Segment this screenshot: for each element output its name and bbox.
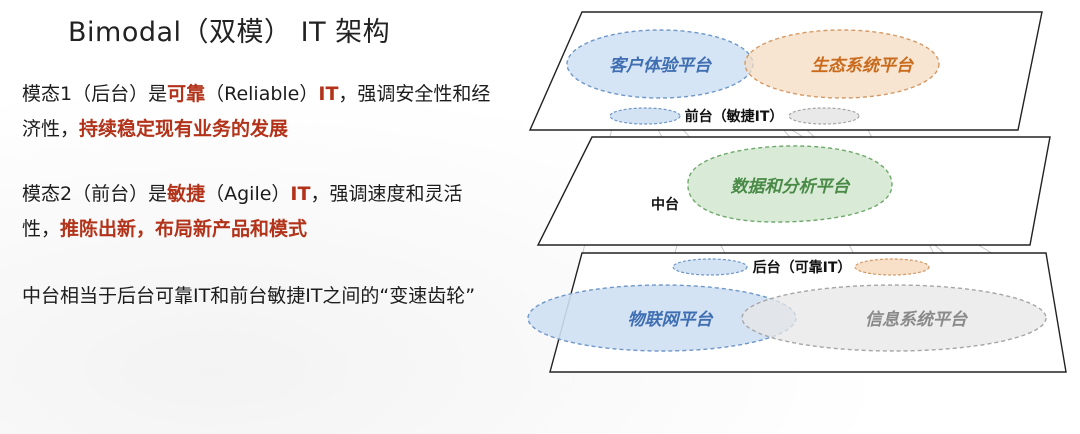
paragraph-agile-it: 模态2（前台）是敏捷（Agile）IT，强调速度和灵活性，推陈出新，布局新产品和… xyxy=(22,177,492,247)
para1-seg-2: （Reliable） xyxy=(205,83,319,105)
para2-seg-5: 推陈出新，布局新产品和模式 xyxy=(60,218,308,240)
information-system-platform-ellipse xyxy=(741,284,1047,352)
front-connector-blue-ellipse xyxy=(609,107,681,125)
middle-layer-label: 中台 xyxy=(651,196,679,213)
para2-seg-0: 模态2（前台）是 xyxy=(22,183,168,205)
paragraph-middle-platform: 中台相当于后台可靠IT和前台敏捷IT之间的“变速齿轮” xyxy=(22,279,492,314)
ecosystem-platform-label: 生态系统平台 xyxy=(811,56,914,76)
back-layer-label: 后台（可靠IT） xyxy=(753,259,852,276)
para3-seg-0: 中台相当于后台可靠IT和前台敏捷IT之间的“变速齿轮” xyxy=(22,285,476,307)
slide-title: Bimodal（双模） IT 架构 xyxy=(68,17,391,48)
para2-seg-3: IT xyxy=(290,183,311,205)
para2-seg-2: （Agile） xyxy=(205,183,291,205)
para1-seg-0: 模态1（后台）是 xyxy=(22,83,168,105)
para1-seg-5: 持续稳定现有业务的发展 xyxy=(79,118,289,140)
customer-experience-platform-label: 客户体验平台 xyxy=(609,56,712,76)
para1-seg-3: IT xyxy=(318,83,339,105)
ecosystem-platform-ellipse xyxy=(744,29,940,99)
para1-seg-1: 可靠 xyxy=(167,83,206,105)
back-connector-blue-ellipse xyxy=(672,258,748,276)
information-system-platform-label: 信息系统平台 xyxy=(865,310,968,330)
front-connector-gray-ellipse xyxy=(788,107,860,125)
data-analytics-platform-label: 数据和分析平台 xyxy=(731,177,851,197)
iot-platform-label: 物联网平台 xyxy=(628,310,714,330)
para2-seg-1: 敏捷 xyxy=(167,183,206,205)
layered-architecture-diagram: 客户体验平台 生态系统平台 前台（敏捷IT） 数据和分析平台 中台 后台（可靠I… xyxy=(520,0,1080,434)
architecture-svg: 客户体验平台 生态系统平台 前台（敏捷IT） 数据和分析平台 中台 后台（可靠I… xyxy=(527,11,1067,373)
para1-seg-4: ，强调安全性和经济性， xyxy=(22,83,491,140)
back-connector-orange-ellipse xyxy=(854,258,930,276)
paragraph-reliable-it: 模态1（后台）是可靠（Reliable）IT，强调安全性和经济性，持续稳定现有业… xyxy=(22,77,492,147)
para2-seg-4: ，强调速度和灵活性， xyxy=(22,183,463,240)
front-layer-label: 前台（敏捷IT） xyxy=(685,108,784,125)
data-analytics-platform-blob xyxy=(687,145,893,223)
